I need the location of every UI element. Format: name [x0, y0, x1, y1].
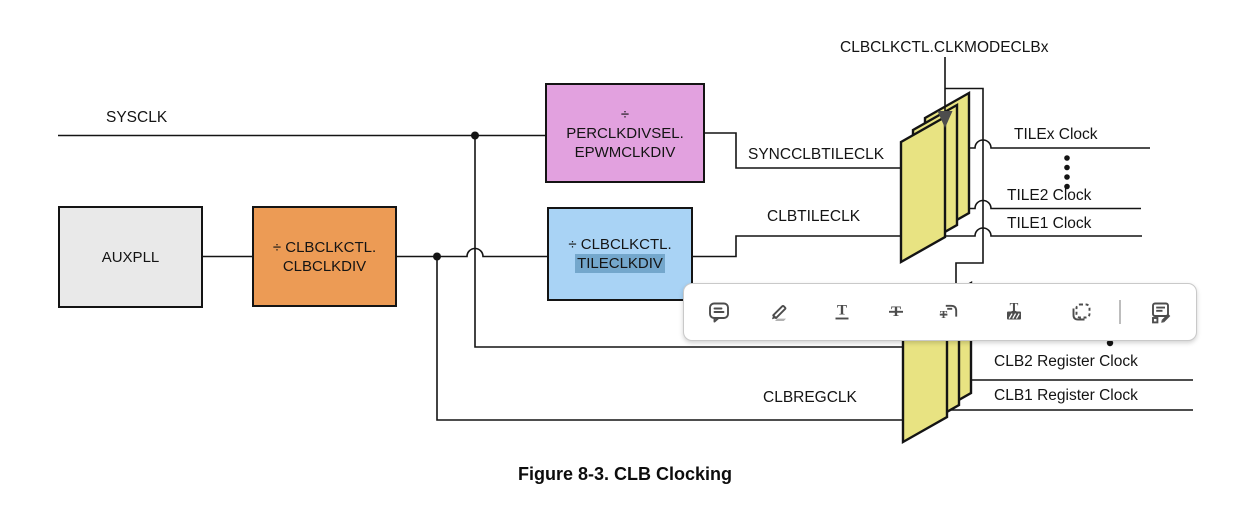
perclkdivsel-block: ÷ PERCLKDIVSEL. EPWMCLKDIV [545, 83, 705, 183]
clkmode-control-wire [937, 57, 984, 284]
replace-text-button[interactable]: T [936, 299, 962, 325]
annotation-toolbar: T T T T [683, 283, 1197, 341]
signal-wires [58, 132, 1193, 421]
mux-sheet [899, 114, 947, 265]
text-highlight-icon: T [1007, 300, 1021, 320]
toolbar-divider [1119, 300, 1121, 324]
marquee-icon [1072, 303, 1091, 321]
sysclk-label: SYSCLK [106, 109, 168, 126]
syncclbtileclk-label: SYNCCLBTILECLK [748, 146, 885, 163]
add-comment-button[interactable] [706, 299, 732, 325]
junction-dots [433, 131, 479, 261]
clb1-register-clock-label: CLB1 Register Clock [994, 387, 1138, 404]
clbtileclk-label: CLBTILECLK [767, 208, 861, 225]
select-region-button[interactable] [1068, 299, 1094, 325]
figure-caption: Figure 8-3. CLB Clocking [517, 464, 733, 484]
tile2-clock-label: TILE2 Clock [1007, 187, 1092, 204]
tileclkdiv-block: ÷ CLBCLKCTL. TILECLKDIV [547, 207, 693, 301]
svg-text:T: T [1010, 300, 1019, 315]
divided-clock-wire [397, 247, 547, 258]
highlighter-icon [772, 304, 787, 321]
auxpll-block: AUXPLL [58, 206, 203, 308]
down-arrowhead-icon [937, 111, 953, 128]
strikethrough-icon: T [889, 304, 903, 320]
clkmodeclbx-label: CLBCLKCTL.CLKMODECLBx [840, 39, 1049, 56]
syncclbtileclk-wire [705, 132, 901, 169]
block-label: PERCLKDIVSEL. [566, 124, 684, 142]
highlight-area-button[interactable]: T [1001, 299, 1027, 325]
clb2-register-clock-label: CLB2 Register Clock [994, 353, 1138, 370]
note-edit-icon [1151, 302, 1170, 324]
clbclkdiv-block: ÷ CLBCLKCTL. CLBCLKDIV [252, 206, 397, 307]
underline-text-button[interactable]: T [829, 299, 855, 325]
replace-text-icon: T [939, 304, 958, 321]
block-label: EPWMCLKDIV [574, 143, 676, 161]
block-label: CLBCLKDIV [282, 257, 367, 275]
selected-text: TILECLKDIV [575, 254, 665, 273]
clb-ellipsis-dot [1106, 339, 1114, 347]
clbregclk-wire [436, 256, 903, 421]
tile1-clock-label: TILE1 Clock [1007, 215, 1092, 232]
upper-mux-stack [899, 90, 971, 265]
block-label: ÷ [620, 105, 630, 123]
clbregclk-label: CLBREGCLK [763, 389, 857, 406]
sysclk-branch-wire [474, 135, 903, 348]
block-label: ÷ CLBCLKCTL. [568, 236, 672, 253]
tile-ellipsis-dots [1064, 155, 1070, 190]
highlight-pen-button[interactable] [765, 299, 791, 325]
edit-annotation-button[interactable] [1148, 299, 1174, 325]
block-label: AUXPLL [101, 248, 160, 266]
clbtileclk-wire [693, 235, 901, 258]
comment-icon [709, 302, 729, 323]
strikethrough-text-button[interactable]: T [883, 299, 909, 325]
block-label: ÷ CLBCLKCTL. [272, 238, 377, 256]
underline-icon: T [835, 303, 849, 320]
tilex-clock-label: TILEx Clock [1014, 126, 1098, 143]
svg-text:T: T [837, 303, 847, 319]
